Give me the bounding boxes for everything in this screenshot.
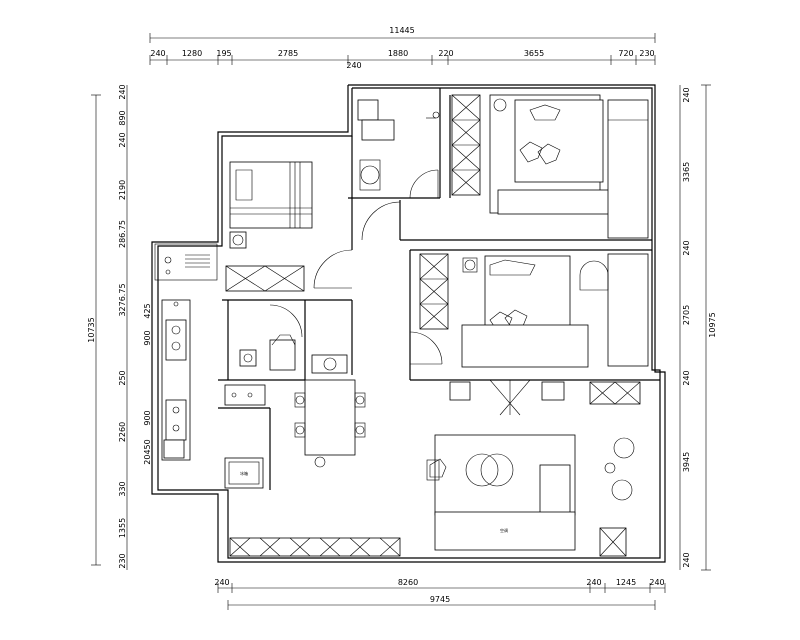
top-dim-second: 240 <box>346 61 361 70</box>
left-dim-1: 240 <box>118 84 127 99</box>
bed-middle <box>461 253 649 368</box>
left-dim-3: 240 <box>118 132 127 147</box>
left-dim-12b: 20450 <box>143 439 152 464</box>
left-dim-10: 250 <box>118 370 127 385</box>
left-dim-15: 230 <box>118 553 127 568</box>
top-dim-2: 1280 <box>182 49 202 58</box>
bottom-dim-4: 1245 <box>616 578 636 587</box>
top-dim-3: 195 <box>216 49 231 58</box>
left-dim-4: 2190 <box>118 180 127 200</box>
walls <box>151 84 666 563</box>
bed-master-top <box>489 94 649 239</box>
right-dim-4: 2705 <box>682 305 691 325</box>
left-dim-6: 3276.75 <box>118 283 127 316</box>
overall-bottom-dimension: 9745 <box>430 595 450 604</box>
ac-label: 空调 <box>500 527 508 533</box>
bed-left-room <box>229 161 313 249</box>
top-dim-5: 1880 <box>388 49 408 58</box>
left-dim-2: 890 <box>118 110 127 125</box>
right-dim-6: 3945 <box>682 452 691 472</box>
right-dim-2: 3365 <box>682 162 691 182</box>
left-dim-12: 2260 <box>118 422 127 442</box>
dining-table <box>294 354 366 468</box>
bottom-dim-1: 240 <box>214 578 229 587</box>
left-dim-8: 900 <box>143 330 152 345</box>
living-room <box>426 379 635 551</box>
right-dim-1: 240 <box>682 87 691 102</box>
top-dim-8: 720 <box>618 49 633 58</box>
bottom-dim-5: 240 <box>649 578 664 587</box>
bottom-dimension-lines: 240 8260 240 1245 240 9745 <box>214 578 666 610</box>
fridge: 冰箱 <box>224 457 264 489</box>
overall-right-dimension: 10975 <box>708 312 717 337</box>
top-dim-1: 240 <box>150 49 165 58</box>
left-dim-5: 286.75 <box>118 220 127 248</box>
top-dim-6: 220 <box>438 49 453 58</box>
top-dim-7: 3655 <box>524 49 544 58</box>
cabinets <box>225 94 641 557</box>
bottom-dim-2: 8260 <box>398 578 418 587</box>
right-dim-5: 240 <box>682 370 691 385</box>
left-dim-11: 900 <box>143 410 152 425</box>
right-dim-3: 240 <box>682 240 691 255</box>
right-dim-7: 240 <box>682 552 691 567</box>
overall-left-dimension: 10735 <box>87 317 96 342</box>
left-dim-13: 330 <box>118 481 127 496</box>
left-dimension-lines: 10735 240 890 240 2190 286.75 3276.75 33… <box>87 84 153 570</box>
overall-top-dimension: 11445 <box>389 26 414 35</box>
fridge-label: 冰箱 <box>240 470 248 476</box>
kitchen-counter <box>161 299 191 461</box>
left-dim-14: 1355 <box>118 518 127 538</box>
bathroom <box>357 99 440 199</box>
right-dimension-lines: 240 3365 240 2705 240 3945 240 10975 <box>679 84 717 571</box>
top-dim-4: 2785 <box>278 49 298 58</box>
bottom-dim-3: 240 <box>586 578 601 587</box>
doors <box>269 201 443 365</box>
top-dimension-lines: 11445 240 1280 195 2785 1880 220 3655 72… <box>149 26 656 70</box>
balcony-left <box>154 243 218 281</box>
left-dim-7: 425 <box>143 303 152 318</box>
washer-area <box>224 334 296 406</box>
top-dim-9: 230 <box>639 49 654 58</box>
